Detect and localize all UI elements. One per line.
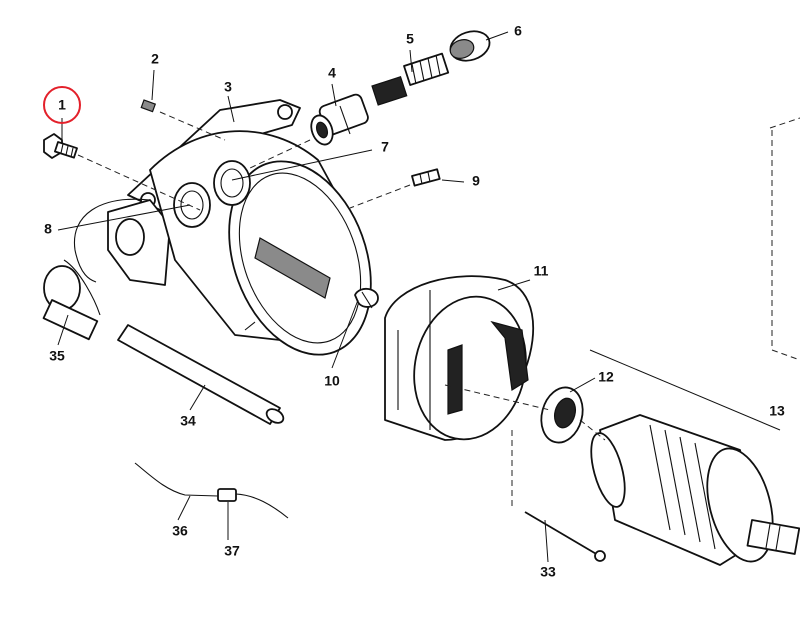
leader-10 [331,299,359,369]
leader-4 [331,83,337,107]
part-4-brush-cap[interactable] [307,93,369,148]
part-10-clip[interactable] [354,288,379,309]
leader-5 [409,49,413,73]
leader-2 [151,69,155,101]
callout-7[interactable]: 7 [381,139,389,155]
callout-6[interactable]: 6 [514,23,522,39]
assembly-line-4 [249,139,311,169]
part-37-connector[interactable] [217,488,237,502]
assembly-line-2 [159,111,226,141]
highlight-circle-1 [43,86,81,124]
leader-8 [57,204,191,231]
part-34-sleeve[interactable] [117,324,286,426]
part-36-wire[interactable] [134,462,289,519]
part-12-bearing[interactable] [535,383,588,447]
leader-7 [231,149,373,181]
callout-36[interactable]: 36 [172,523,188,539]
leader-3 [227,95,235,123]
assembly-line-9 [349,184,411,209]
callout-10[interactable]: 10 [324,373,340,389]
callout-9[interactable]: 9 [472,173,480,189]
callout-35[interactable]: 35 [49,348,65,364]
leader-34 [189,384,206,411]
part-11-field-stator[interactable] [384,275,539,450]
part-6-brush-cap[interactable] [447,27,494,66]
part-1-screw[interactable] [43,133,78,159]
part-3-motor-housing[interactable] [107,99,396,375]
part-2-set-screw[interactable] [140,99,157,113]
callout-4[interactable]: 4 [328,65,336,81]
leader-11 [497,279,531,291]
callout-34[interactable]: 34 [180,413,196,429]
assembly-line-right-vert [771,130,800,361]
lead-wires [73,198,151,283]
part-33-long-screw[interactable] [524,511,606,562]
leader-6 [485,31,509,41]
part-5-brush[interactable] [371,52,450,106]
assembly-line-right [769,117,800,129]
leader-33 [544,519,549,563]
leader-12 [569,377,596,393]
callout-33[interactable]: 33 [540,564,556,580]
leader-35 [57,314,69,346]
callout-11[interactable]: 11 [534,263,549,279]
part-13-armature[interactable] [585,414,800,569]
callout-13[interactable]: 13 [769,403,785,419]
callout-1[interactable]: 1 [58,97,66,113]
assembly-line-11 [444,384,551,411]
assembly-line-12 [579,419,606,441]
part-9-screw[interactable] [411,168,441,187]
callout-8[interactable]: 8 [44,221,52,237]
part-35-cord-clamp[interactable] [42,259,101,341]
callout-5[interactable]: 5 [406,31,414,47]
callout-2[interactable]: 2 [151,51,159,67]
leader-13 [589,349,781,431]
callout-37[interactable]: 37 [224,543,240,559]
callout-3[interactable]: 3 [224,79,232,95]
callout-12[interactable]: 12 [598,369,614,385]
assembly-line-1 [77,154,201,211]
leader-9 [441,179,465,183]
leader-36 [177,495,191,521]
